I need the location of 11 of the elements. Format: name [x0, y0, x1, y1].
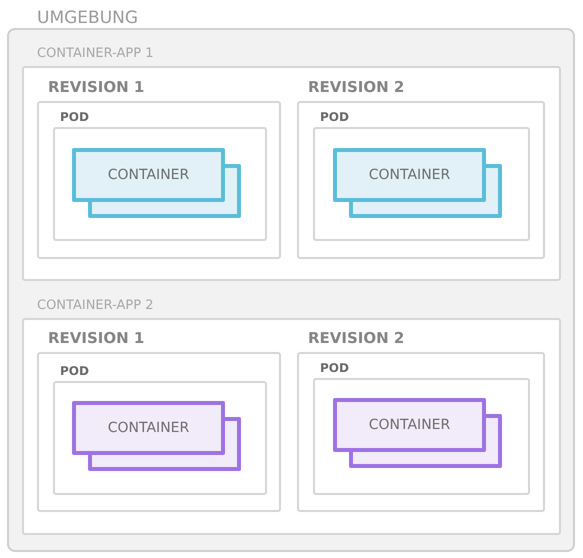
revision-heading: REVISION 1	[48, 330, 144, 346]
pod-heading: POD	[320, 111, 349, 124]
revision-heading: REVISION 2	[308, 330, 404, 346]
environment-heading: UMGEBUNG	[37, 9, 138, 28]
pod-heading: POD	[60, 365, 89, 378]
app-heading: CONTAINER-APP 2	[37, 299, 154, 314]
revision-heading: REVISION 1	[48, 79, 144, 96]
revision-heading: REVISION 2	[308, 79, 404, 96]
app-heading: CONTAINER-APP 1	[37, 47, 154, 62]
pod-heading: POD	[60, 111, 89, 124]
pod-heading: POD	[320, 362, 349, 376]
